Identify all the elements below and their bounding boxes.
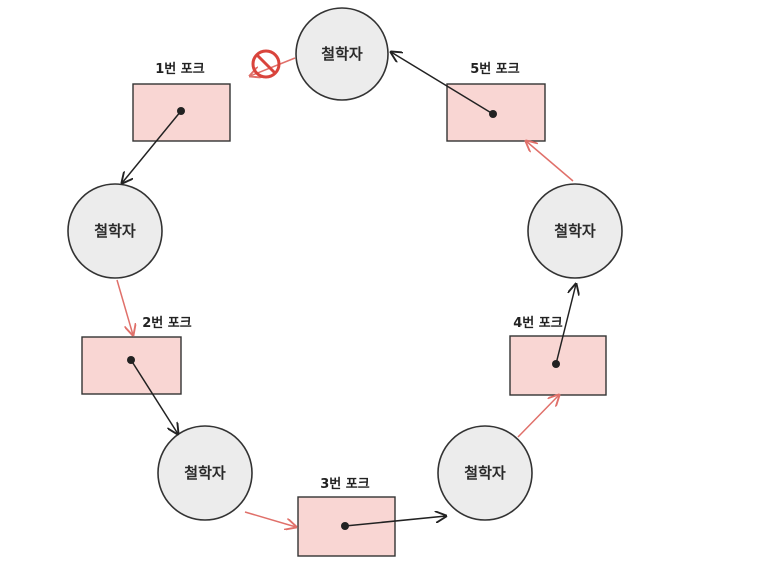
philosopher-right: 철학자 [527,183,623,279]
philosopher-right-label: 철학자 [554,222,596,240]
fork-1: 1번 포크 [132,62,231,142]
hold-arrow-fork4 [552,284,576,368]
hold-arrow-fork5 [391,52,497,118]
request-arrow-to-fork4 [517,395,559,438]
philosopher-bottom-right-label: 철학자 [464,464,506,482]
philosopher-bottom-left-label: 철학자 [184,464,226,482]
philosopher-bottom-right: 철학자 [437,425,533,521]
hold-arrow-fork3 [341,516,446,530]
philosopher-bottom-left: 철학자 [157,425,253,521]
fork-1-label: 1번 포크 [155,62,204,77]
fork-3-label: 3번 포크 [320,477,369,492]
fork-3: 3번 포크 [297,477,396,557]
fork-2: 2번 포크 [81,316,192,395]
fork-5: 5번 포크 [446,62,546,142]
fork-5-label: 5번 포크 [470,62,519,77]
no-entry-icon [251,49,281,79]
request-arrow-to-fork2 [116,279,133,335]
philosopher-top: 철학자 [295,7,389,101]
fork-4-label: 4번 포크 [513,316,562,331]
philosopher-left-label: 철학자 [94,222,136,240]
request-arrow-to-fork3 [244,511,296,527]
hold-arrow-fork2 [127,356,178,434]
philosopher-left: 철학자 [67,183,163,279]
request-arrow-to-fork5 [526,141,574,182]
hold-arrow-fork1 [122,107,185,183]
fork-2-label: 2번 포크 [142,316,191,331]
philosopher-top-label: 철학자 [321,45,363,63]
